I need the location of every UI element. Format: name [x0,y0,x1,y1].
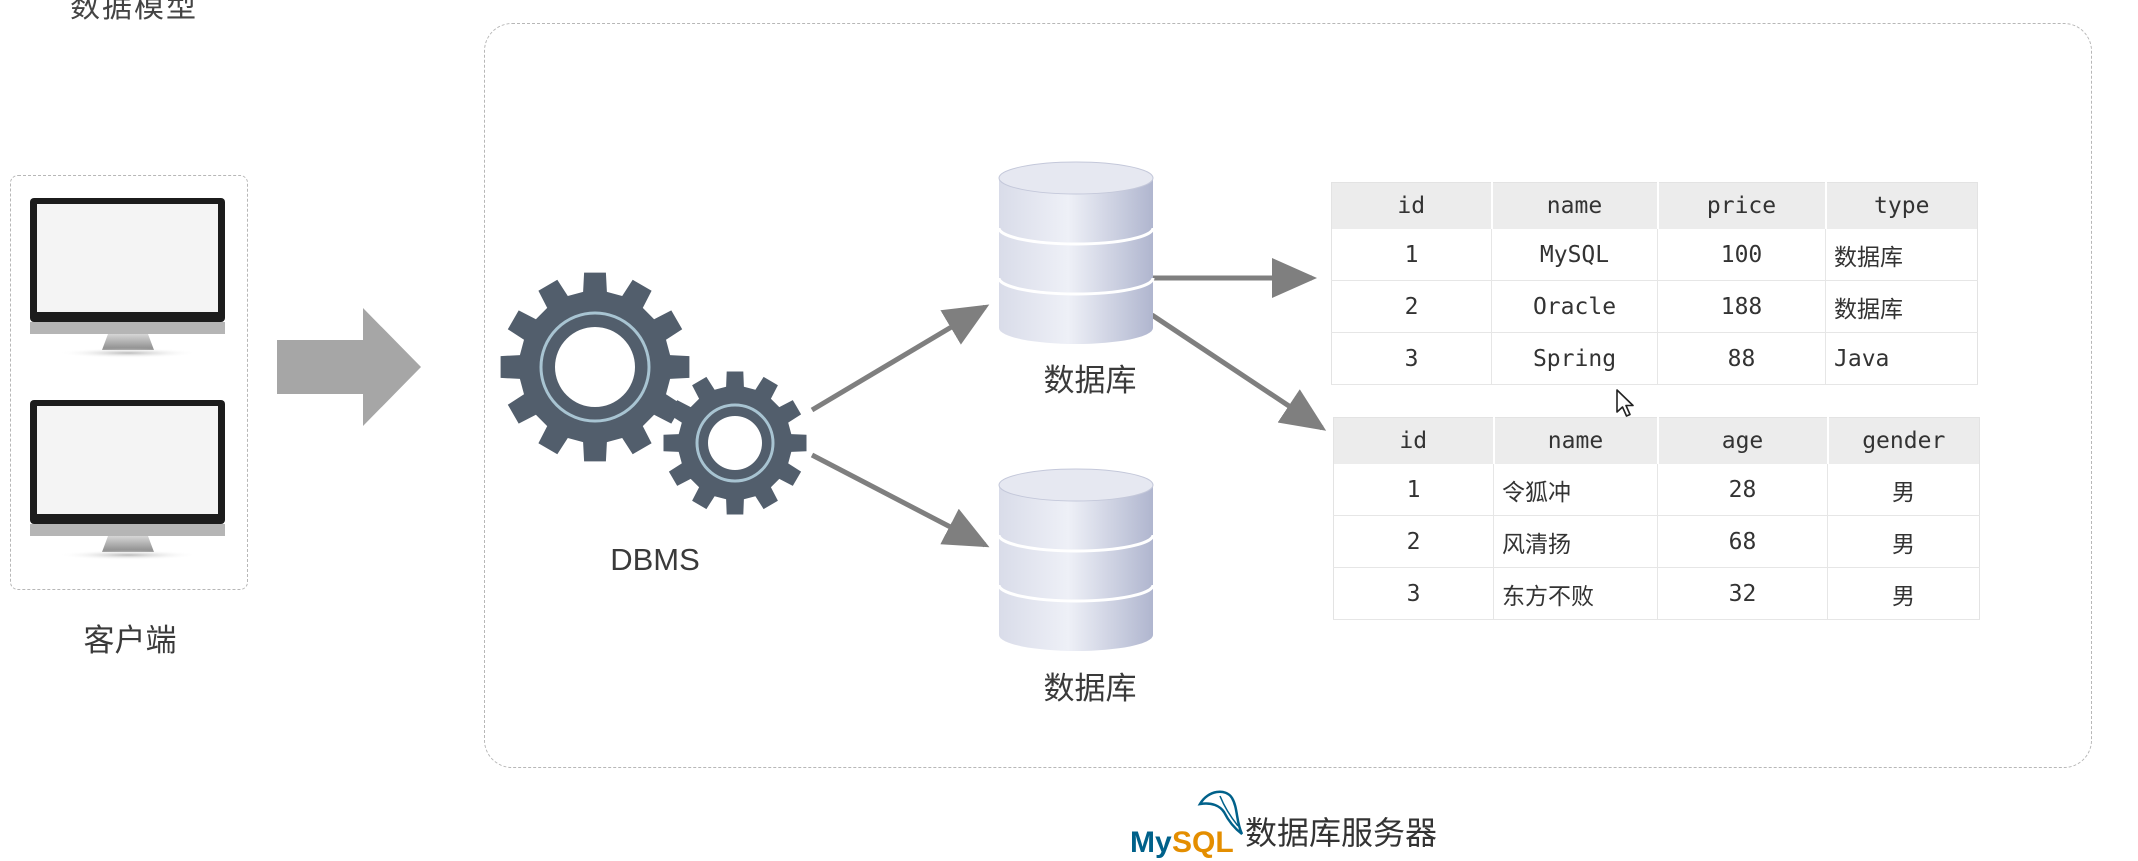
database-server-label: 数据库服务器 [1245,814,1438,852]
database-label: 数据库 [1043,671,1137,707]
client-label: 客户端 [83,623,177,659]
database-server-box [484,23,2092,768]
table-users: id name age gender 1 令狐冲 28 男 2 风清扬 68 男… [1333,417,1980,620]
table-cell: 100 [1657,229,1826,281]
page-title: 数据模型 [70,0,198,25]
table-cell: 令狐冲 [1493,464,1658,516]
dbms-gears [500,272,807,515]
mouse-cursor-icon [1616,389,1634,417]
column-header: name [1491,182,1659,229]
table-cell: 男 [1827,567,1980,620]
column-header: price [1657,182,1827,229]
table-cell: 32 [1657,567,1828,620]
table-cell: Java [1825,332,1978,385]
client-box [10,175,248,590]
svg-text:My: My [1130,826,1172,859]
table-header-row: id name age gender [1333,417,1980,464]
dbms-label: DBMS [610,542,700,577]
table-row: 3 东方不败 32 男 [1333,567,1980,620]
table-cell: 男 [1827,464,1980,516]
column-header: age [1657,417,1829,464]
table-cell: 28 [1657,464,1828,516]
mysql-logo-icon: My SQL [1130,790,1243,859]
table-row: 2 Oracle 188 数据库 [1331,280,1978,333]
table-header-row: id name price type [1331,182,1978,229]
table-cell: 2 [1331,280,1492,333]
table-cell: 数据库 [1825,280,1978,333]
client-monitors [30,198,225,560]
table-cell: 88 [1657,332,1826,385]
table-cell: 68 [1657,515,1828,568]
database-label: 数据库 [1043,363,1137,399]
column-header: id [1333,417,1495,464]
table-cell: 1 [1333,464,1494,516]
table-products: id name price type 1 MySQL 100 数据库 2 Ora… [1331,182,1978,385]
column-header: type [1825,182,1978,229]
column-header: id [1331,182,1493,229]
table-cell: 东方不败 [1493,567,1658,620]
table-cell: 男 [1827,515,1980,568]
database-icon [997,161,1155,344]
table-cell: 3 [1333,567,1494,620]
table-cell: 1 [1331,229,1492,281]
table-cell: 2 [1333,515,1494,568]
gear-icon [500,272,690,462]
table-cell: MySQL [1491,229,1658,281]
table-row: 3 Spring 88 Java [1331,332,1978,385]
table-cell: Oracle [1491,280,1658,333]
table-cell: 188 [1657,280,1826,333]
table-cell: 3 [1331,332,1492,385]
table-cell: 风清扬 [1493,515,1658,568]
monitor-icon [30,400,225,560]
table-cell: Spring [1491,332,1658,385]
table-row: 1 令狐冲 28 男 [1333,464,1980,516]
svg-text:SQL: SQL [1172,826,1234,859]
column-header: gender [1827,417,1980,464]
monitor-icon [30,198,225,358]
database-icon [997,468,1155,651]
table-row: 1 MySQL 100 数据库 [1331,229,1978,281]
big-arrow-icon [277,308,421,426]
gear-icon [663,371,807,515]
column-header: name [1493,417,1659,464]
table-cell: 数据库 [1825,229,1978,281]
table-row: 2 风清扬 68 男 [1333,515,1980,568]
